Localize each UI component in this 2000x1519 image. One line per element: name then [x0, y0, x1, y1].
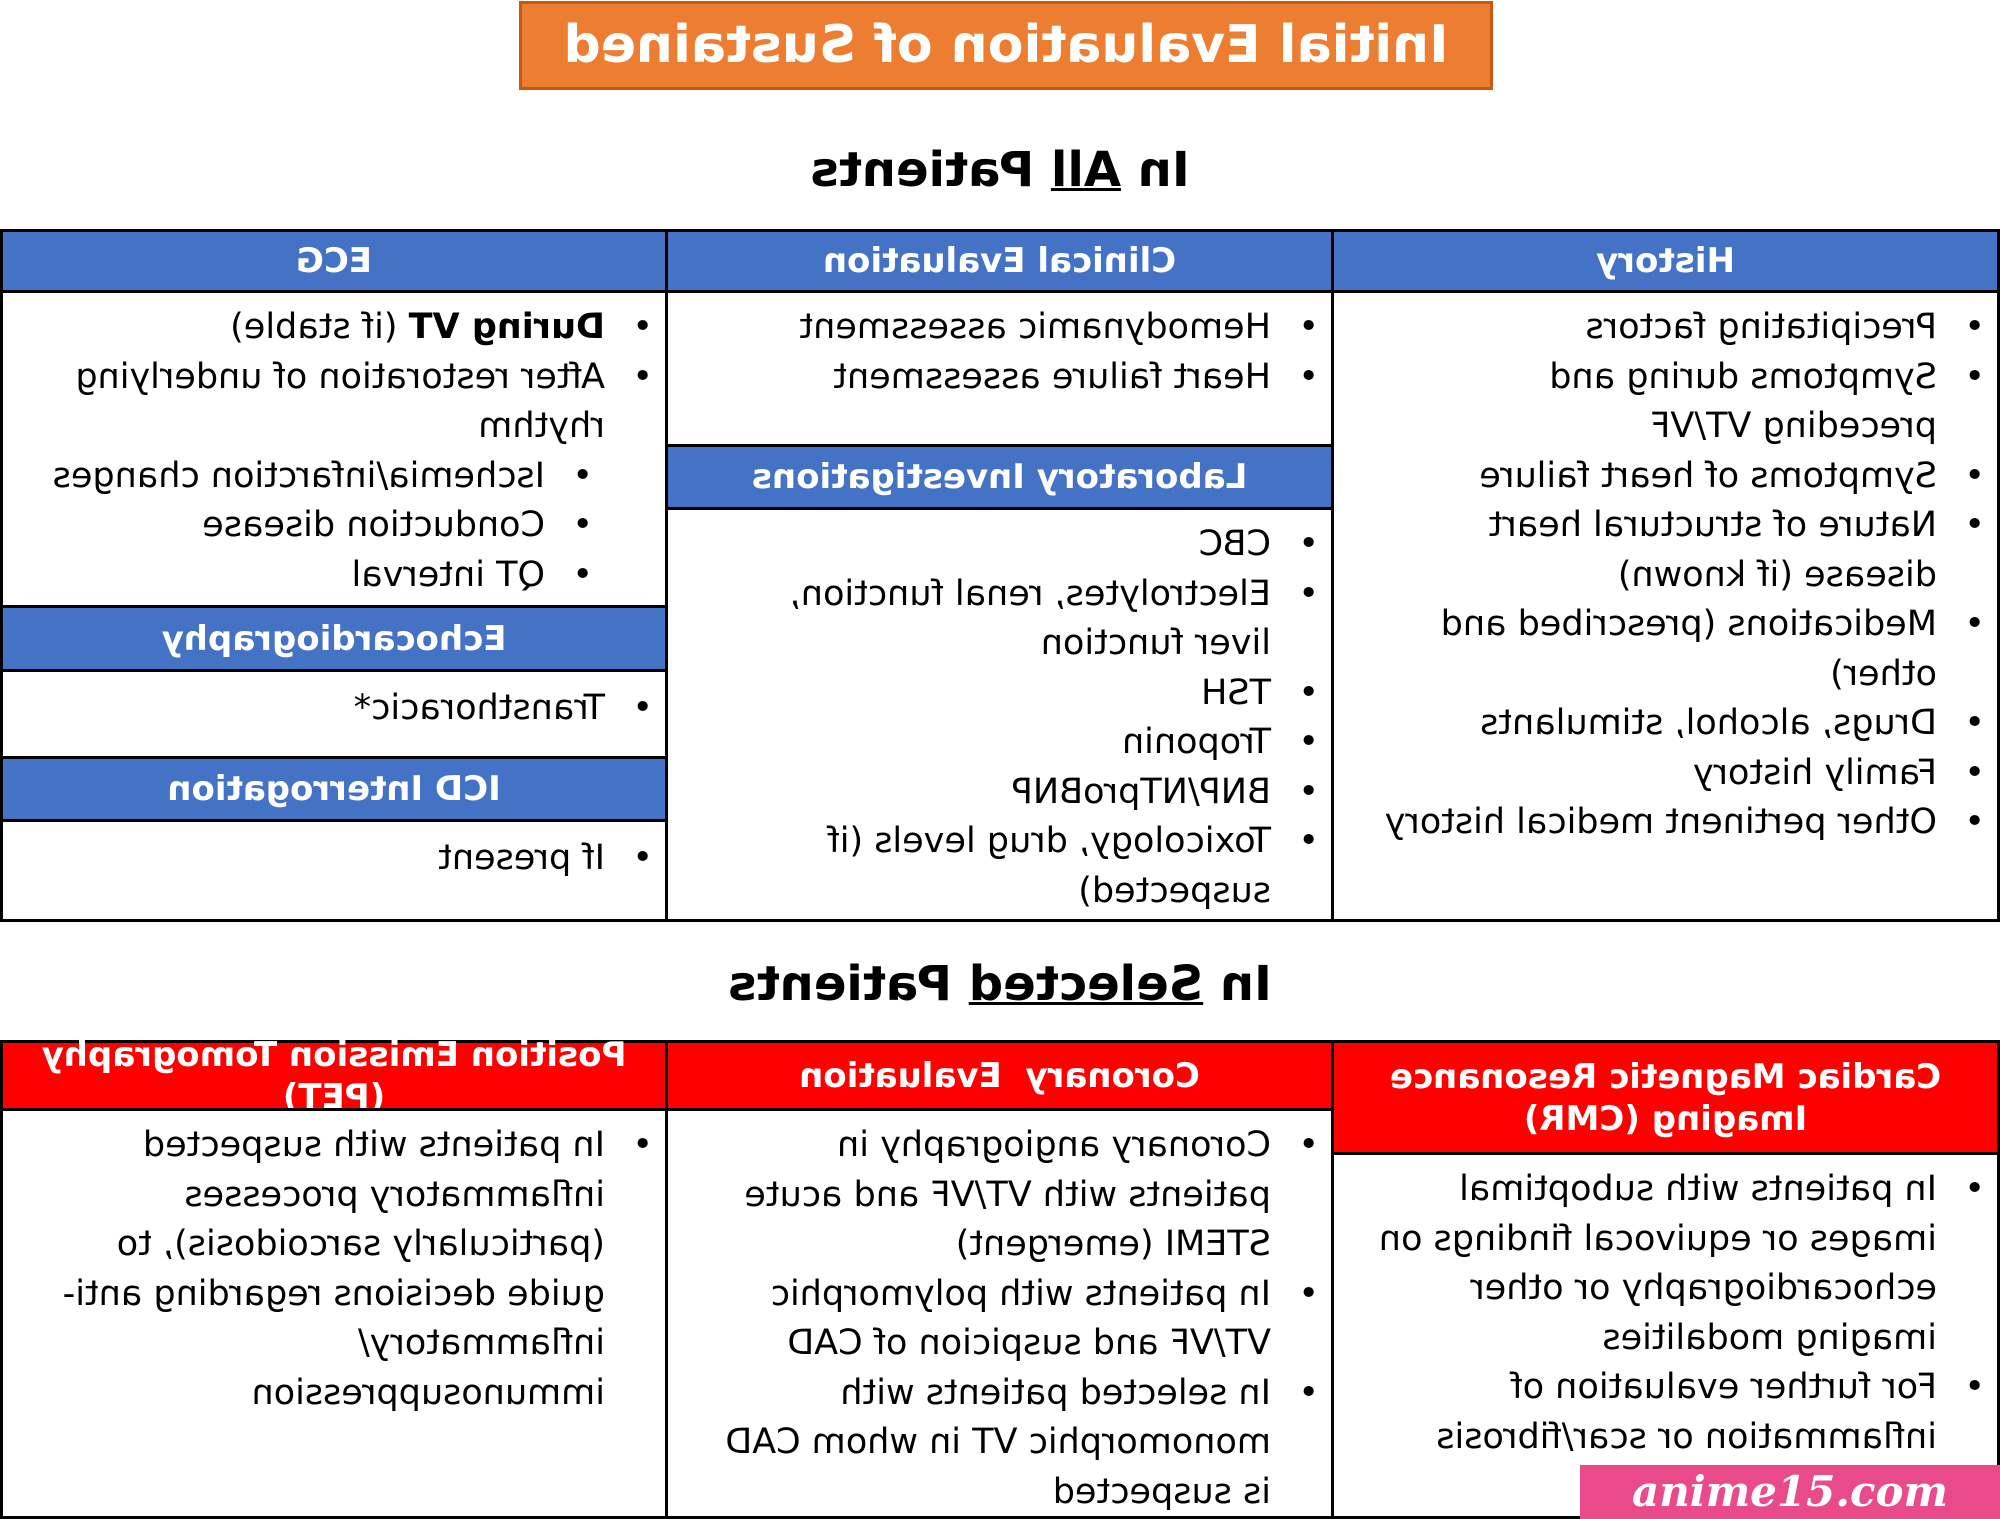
- selected-heading-suffix: Patients: [728, 956, 969, 1012]
- all-heading-prefix: In: [1120, 142, 1190, 198]
- list-item: Toxicology, drug levels (if suspected): [711, 817, 1331, 916]
- icd-list: If present: [45, 834, 665, 884]
- selected-patients-heading: In Selected Patients: [0, 954, 2000, 1014]
- all-patients-heading: In All Patients: [0, 140, 2000, 200]
- list-item: In patients with polymorphic VT/VF and s…: [711, 1270, 1331, 1369]
- list-item: Precipitating factors: [1377, 303, 1997, 353]
- all-heading-suffix: Patients: [810, 142, 1051, 198]
- selected-heading-underlined: Selected: [968, 956, 1204, 1012]
- ecg-list: During VT (if stable) After restoration …: [45, 303, 665, 600]
- history-header: History: [1331, 229, 2000, 293]
- clinical-list: Hemodynamic assessment Heart failure ass…: [711, 303, 1331, 402]
- list-item: After restoration of underlying rhythm: [45, 353, 665, 452]
- list-item: Symptoms of heart failure: [1377, 452, 1997, 502]
- cmr-list: In patients with suboptimal images or eq…: [1377, 1165, 1997, 1462]
- all-heading-underlined: All: [1050, 142, 1121, 198]
- list-item: Troponin: [711, 718, 1331, 768]
- ecg-during-rest: (if stable): [230, 307, 409, 347]
- ecg-cell: During VT (if stable) After restoration …: [0, 290, 668, 608]
- ecg-header: ECG: [0, 229, 668, 293]
- lab-header: Laboratory Investigations: [665, 444, 1334, 510]
- list-item: In patients with suspected inflammatory …: [45, 1121, 665, 1418]
- diagram-title: Initial Evaluation of Sustained VT/VF: [519, 1, 1493, 158]
- coronary-header: Coronary Evaluation: [665, 1040, 1334, 1111]
- list-item: Conduction disease: [45, 501, 665, 551]
- list-item: BNP/NTproBNP: [711, 768, 1331, 818]
- cmr-cell: In patients with suboptimal images or eq…: [1331, 1152, 2000, 1519]
- list-item: QT interval: [45, 551, 665, 601]
- list-item: Nature of structural heart disease (if k…: [1377, 501, 1997, 600]
- echo-list: Transthoracic*: [45, 684, 665, 734]
- pet-list: In patients with suspected inflammatory …: [45, 1121, 665, 1418]
- clinical-header: Clinical Evaluation: [665, 229, 1334, 293]
- cmr-header: Cardiac Magnetic Resonance Imaging (CMR): [1331, 1040, 2000, 1155]
- pet-header: Position Emission Tomography (PET): [0, 1035, 668, 1117]
- icd-cell: If present: [0, 819, 668, 922]
- selected-heading-prefix: In: [1203, 956, 1272, 1012]
- history-cell: Precipitating factors Symptoms during an…: [1331, 290, 2000, 922]
- list-item: Heart failure assessment: [711, 353, 1331, 403]
- echo-cell: Transthoracic*: [0, 669, 668, 759]
- lab-cell: CBC Electrolytes, renal function, liver …: [665, 507, 1334, 922]
- list-item: Coronary angiography in patients with VT…: [711, 1121, 1331, 1270]
- list-item: TSH: [711, 669, 1331, 719]
- coronary-cell: Coronary angiography in patients with VT…: [665, 1108, 1334, 1519]
- list-item: In selected patients with monomorphic VT…: [711, 1369, 1331, 1518]
- list-item: Medications (prescribed and other): [1377, 600, 1997, 699]
- list-item: Drugs, alcohol, stimulants: [1377, 699, 1997, 749]
- list-item: Transthoracic*: [45, 684, 665, 734]
- list-item: Other pertinent medical history: [1377, 798, 1997, 848]
- list-item: Ischemia/infarction changes: [45, 452, 665, 502]
- list-item: CBC: [711, 520, 1331, 570]
- list-item: During VT (if stable): [45, 303, 665, 353]
- list-item: Symptoms during and preceding VT/VF: [1377, 353, 1997, 452]
- list-item: If present: [45, 834, 665, 884]
- list-item: Family history: [1377, 749, 1997, 799]
- history-list: Precipitating factors Symptoms during an…: [1377, 303, 1997, 848]
- list-item: In patients with suboptimal images or eq…: [1377, 1165, 1997, 1363]
- list-item: Hemodynamic assessment: [711, 303, 1331, 353]
- ecg-during-bold: During VT: [408, 307, 605, 347]
- lab-list: CBC Electrolytes, renal function, liver …: [711, 520, 1331, 916]
- list-item: Electrolytes, renal function, liver func…: [711, 570, 1331, 669]
- echo-header: Echocardiography: [0, 605, 668, 672]
- pet-cell: In patients with suspected inflammatory …: [0, 1108, 668, 1519]
- watermark: anime15.com: [1580, 1465, 2000, 1519]
- icd-header: ICD Interrogation: [0, 756, 668, 822]
- coronary-list: Coronary angiography in patients with VT…: [711, 1121, 1331, 1517]
- list-item: For further evaluation of inflammation o…: [1377, 1363, 1997, 1462]
- clinical-cell: Hemodynamic assessment Heart failure ass…: [665, 290, 1334, 447]
